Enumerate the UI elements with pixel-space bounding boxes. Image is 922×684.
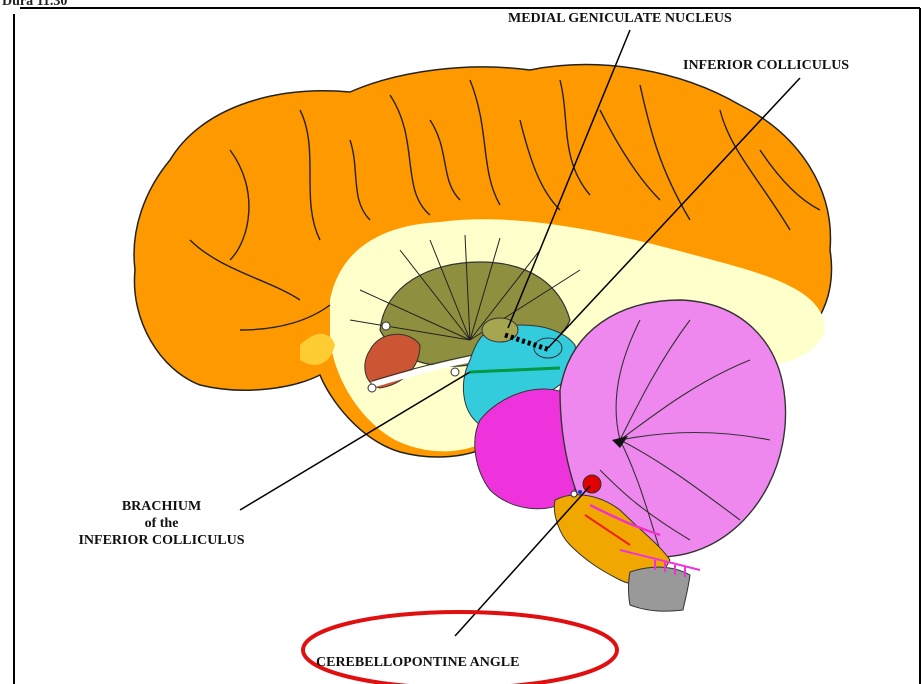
small-white-dot: [571, 491, 577, 497]
label-brachium-line3: INFERIOR COLLICULUS: [54, 532, 269, 549]
label-brachium-line1: BRACHIUM: [54, 498, 269, 515]
label-cerebellopontine-angle: CEREBELLOPONTINE ANGLE: [316, 654, 519, 671]
spinal-cord: [629, 567, 691, 611]
label-brachium-line2: of the: [54, 515, 269, 532]
label-medial-geniculate-nucleus: MEDIAL GENICULATE NUCLEUS: [508, 10, 732, 27]
white-knob: [382, 322, 390, 330]
header-fragment: Dura 11.30: [2, 0, 67, 10]
highlight-ellipse: [303, 612, 617, 684]
small-blue-dot: [578, 490, 582, 494]
white-knob: [368, 384, 376, 392]
label-inferior-colliculus: INFERIOR COLLICULUS: [683, 57, 849, 74]
label-brachium: BRACHIUM of the INFERIOR COLLICULUS: [54, 498, 269, 549]
white-knob: [451, 368, 459, 376]
